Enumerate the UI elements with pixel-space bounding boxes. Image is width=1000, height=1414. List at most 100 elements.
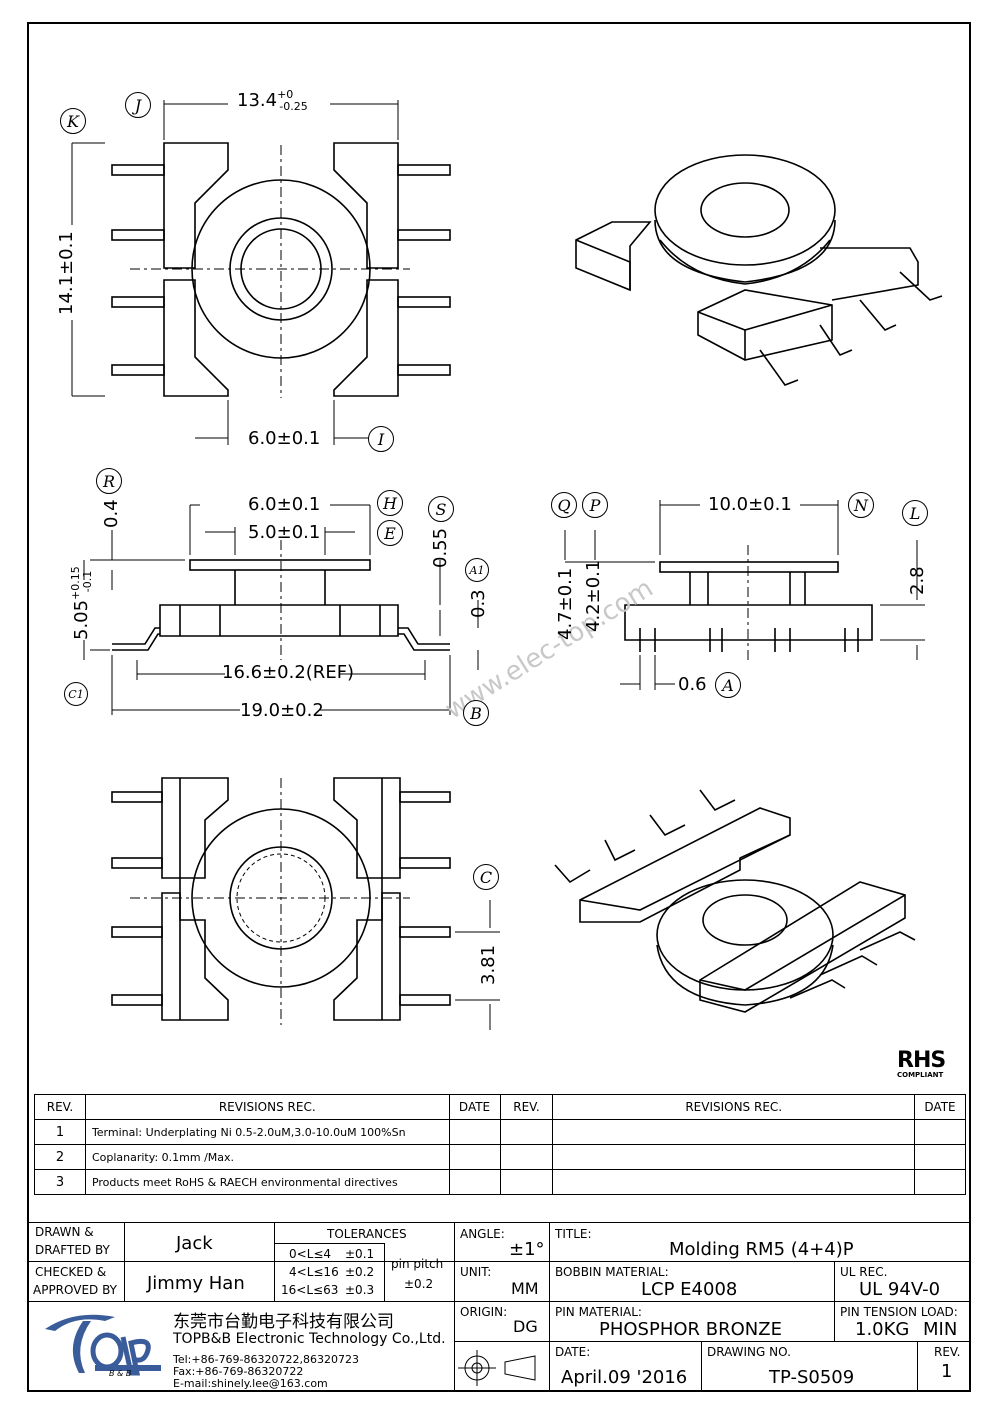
tol-range-1: 0<L≤4 <box>289 1247 332 1261</box>
rev-number: 2 <box>34 1144 86 1170</box>
col-revisions: REVISIONS REC. <box>84 1094 450 1120</box>
rev-value: 1 <box>941 1361 953 1382</box>
pin-pitch-tol: ±0.2 <box>404 1277 434 1291</box>
table-row: 1 Terminal: Underplating Ni 0.5-2.0uM,3.… <box>34 1119 966 1145</box>
tension-min: MIN <box>923 1319 958 1340</box>
company-tel: Tel:+86-769-86320722,86320723 <box>173 1353 360 1366</box>
dim-j-width: 13.4+0-0.25 <box>237 88 308 113</box>
bottom-view <box>111 777 500 1030</box>
company-email: E-mail:shinely.lee@163.com <box>173 1377 328 1390</box>
tol-value-3: ±0.3 <box>345 1283 375 1297</box>
rev-number: 1 <box>34 1119 86 1145</box>
dim-l-height: 2.8 <box>907 566 928 595</box>
label-a: A <box>715 672 741 698</box>
iso-view-top <box>575 154 943 386</box>
label-e: E <box>377 520 403 546</box>
label-i: I <box>368 426 394 452</box>
drawn-label: DRAWN & <box>35 1225 94 1239</box>
col-revisions-2: REVISIONS REC. <box>552 1094 915 1120</box>
dim-03: 0.3 <box>468 589 489 618</box>
ul-label: UL REC. <box>840 1265 888 1279</box>
dim-r-value: 0.4 <box>101 499 122 528</box>
drafted-label: DRAFTED BY <box>35 1243 110 1257</box>
date-label: DATE: <box>555 1345 591 1359</box>
col-date: DATE <box>448 1094 501 1120</box>
label-s: S <box>428 496 454 522</box>
company-cn: 东莞市台勤电子科技有限公司 <box>173 1312 394 1332</box>
tol-range-3: 16<L≤63 <box>281 1283 339 1297</box>
dim-s-value: 0.55 <box>430 527 451 568</box>
company-en: TOPB&B Electronic Technology Co.,Ltd. <box>173 1331 446 1347</box>
rev-label: REV. <box>934 1345 961 1359</box>
label-j: J <box>125 92 151 118</box>
dim-height-505: 5.05+0.15-0.1 <box>69 566 94 640</box>
company-logo: B & B <box>35 1307 163 1379</box>
title-value: Molding RM5 (4+4)P <box>669 1239 854 1260</box>
rev-text: Products meet RoHS & RAECH environmental… <box>84 1169 450 1195</box>
label-c1: C1 <box>64 682 88 706</box>
rev-number: 3 <box>34 1169 86 1195</box>
tension-value: 1.0KG <box>855 1319 910 1340</box>
label-a1: A1 <box>465 558 489 582</box>
rev-text: Coplanarity: 0.1mm /Max. <box>84 1144 450 1170</box>
tol-value-2: ±0.2 <box>345 1265 375 1279</box>
col-rev-2: REV. <box>499 1094 554 1120</box>
dim-p-height: 4.2±0.1 <box>583 559 604 632</box>
title-block: DRAWN & DRAFTED BY Jack CHECKED & APPROV… <box>29 1222 970 1391</box>
dim-b-width: 19.0±0.2 <box>240 700 324 721</box>
label-l: L <box>902 500 928 526</box>
approved-label: APPROVED BY <box>33 1283 118 1297</box>
label-p: P <box>582 492 608 518</box>
unit-label: UNIT: <box>460 1265 492 1279</box>
top-view <box>71 100 451 445</box>
table-row: 2 Coplanarity: 0.1mm /Max. <box>34 1144 966 1170</box>
company-fax: Fax:+86-769-86320722 <box>173 1365 304 1378</box>
origin-label: ORIGIN: <box>460 1305 508 1319</box>
side-view-right <box>564 500 925 690</box>
label-q: Q <box>551 492 577 518</box>
side-view-left <box>83 504 479 715</box>
label-h: H <box>377 490 403 516</box>
tension-label: PIN TENSION LOAD: <box>840 1305 958 1319</box>
drawn-name: Jack <box>176 1233 213 1254</box>
title-label: TITLE: <box>555 1227 592 1241</box>
dim-i-width: 6.0±0.1 <box>248 428 321 449</box>
table-row: 3 Products meet RoHS & RAECH environment… <box>34 1169 966 1195</box>
dim-a-width: 0.6 <box>678 674 707 695</box>
revisions-table: REV. REVISIONS REC. DATE REV. REVISIONS … <box>34 1094 966 1195</box>
label-n: N <box>848 492 874 518</box>
pin-material-value: PHOSPHOR BRONZE <box>599 1319 782 1340</box>
unit-value: MM <box>511 1279 539 1298</box>
dim-q-height: 4.7±0.1 <box>555 567 576 640</box>
tolerances-label: TOLERANCES <box>327 1227 407 1241</box>
tol-range-2: 4<L≤16 <box>289 1265 339 1279</box>
dim-ref-width: 16.6±0.2(REF) <box>222 662 355 683</box>
iso-view-bottom <box>554 789 916 1013</box>
drawing-frame <box>27 22 971 1392</box>
label-b: B <box>463 700 489 726</box>
angle-label: ANGLE: <box>460 1227 505 1241</box>
title-block-lines <box>458 1350 536 1386</box>
dim-c-value: 3.81 <box>478 944 499 985</box>
drawing-no-label: DRAWING NO. <box>707 1345 791 1359</box>
dim-k-height: 14.1±0.1 <box>56 231 77 315</box>
col-rev: REV. <box>34 1094 86 1120</box>
bobbin-value: LCP E4008 <box>641 1279 738 1300</box>
rev-text: Terminal: Underplating Ni 0.5-2.0uM,3.0-… <box>84 1119 450 1145</box>
origin-value: DG <box>513 1317 538 1336</box>
dim-e-width: 5.0±0.1 <box>248 522 321 543</box>
pin-material-label: PIN MATERIAL: <box>555 1305 642 1319</box>
bobbin-label: BOBBIN MATERIAL: <box>555 1265 669 1279</box>
checked-label: CHECKED & <box>35 1265 107 1279</box>
angle-value: ±1° <box>509 1239 545 1260</box>
label-r: R <box>96 468 122 494</box>
pin-pitch-label: pin pitch <box>391 1257 444 1271</box>
col-date-2: DATE <box>914 1094 966 1120</box>
dim-h-width: 6.0±0.1 <box>248 494 321 515</box>
label-c: C <box>473 864 499 890</box>
drawing-no-value: TP-S0509 <box>769 1367 855 1388</box>
tol-value-1: ±0.1 <box>345 1247 375 1261</box>
dim-n-width: 10.0±0.1 <box>708 494 792 515</box>
